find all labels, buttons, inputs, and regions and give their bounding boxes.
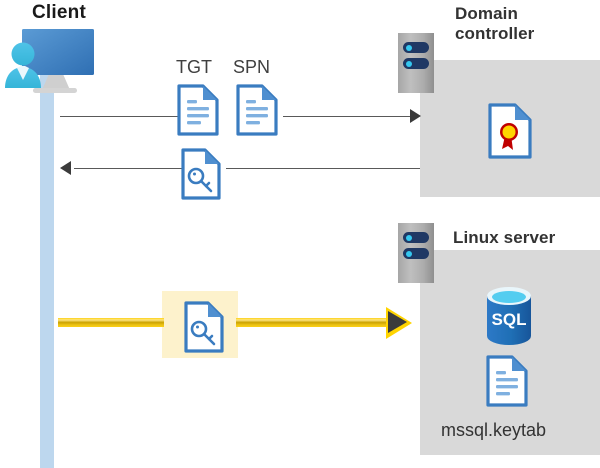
message-2-line-left (74, 168, 187, 169)
keytab-document-icon (485, 355, 529, 407)
certificate-document-icon (487, 103, 533, 159)
ticket-document-key-icon (180, 148, 222, 200)
message-2-line-right (226, 168, 420, 169)
user-computer-icon (2, 22, 112, 109)
tgt-document-icon (176, 84, 220, 136)
message-1-line-left (60, 116, 189, 117)
client-lifeline (40, 72, 54, 468)
sql-database-icon: SQL (481, 285, 537, 352)
domain-controller-label: Domain controller (455, 4, 534, 43)
linux-server-label: Linux server (453, 228, 556, 247)
keytab-filename-label: mssql.keytab (441, 420, 547, 440)
svg-text:SQL: SQL (492, 310, 527, 329)
service-ticket-document-key-icon (183, 301, 225, 353)
linux-server-server-icon (398, 223, 434, 283)
spn-label: SPN (233, 57, 271, 77)
client-label: Client (32, 2, 86, 23)
tgt-label: TGT (176, 57, 212, 77)
message-3-line-left (58, 318, 164, 327)
message-1-arrowhead (410, 109, 421, 123)
domain-controller-server-icon (398, 33, 434, 93)
message-3-arrowhead-inner (388, 311, 407, 333)
message-1-line-right (283, 116, 411, 117)
domain-controller-label-line1: Domain controller (455, 4, 535, 43)
linux-server-panel (420, 250, 600, 455)
message-2-arrowhead (60, 161, 71, 175)
spn-document-icon (235, 84, 279, 136)
message-3-line-right (236, 318, 388, 327)
